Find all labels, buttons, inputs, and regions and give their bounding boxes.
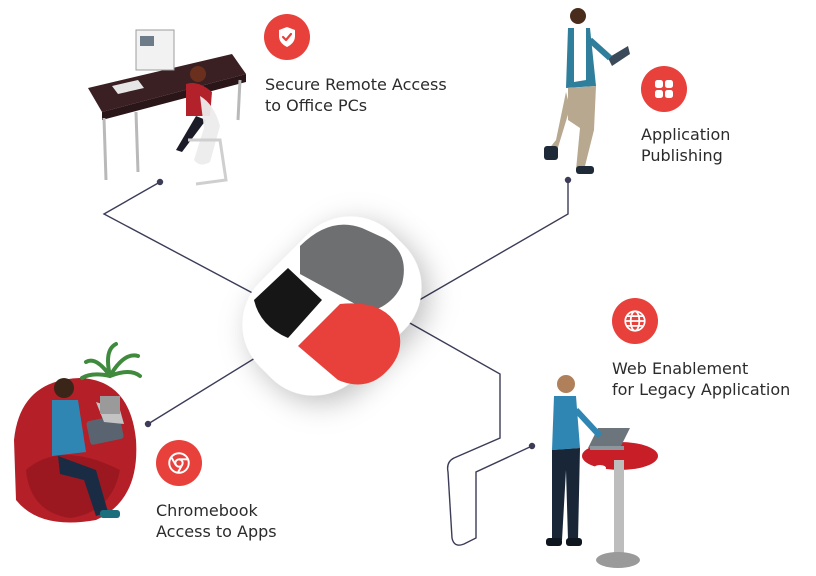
connector-dot-web — [528, 442, 536, 450]
feature-label-line: to Office PCs — [265, 96, 368, 115]
connector-dot-office — [156, 178, 164, 186]
feature-label-secure-remote-access: Secure Remote Access to Office PCs — [265, 74, 447, 116]
connectors — [102, 176, 572, 546]
feature-label-line: Application — [641, 125, 731, 144]
connector-web — [407, 321, 533, 546]
globe-icon — [612, 298, 658, 344]
feature-label-chromebook-access: Chromebook Access to Apps — [156, 500, 277, 542]
web-user-illustration — [546, 375, 658, 568]
app-grid-icon — [641, 66, 687, 112]
chrome-icon — [156, 440, 202, 486]
feature-label-line: Access to Apps — [156, 522, 277, 541]
mobile-user-illustration — [544, 8, 630, 174]
feature-label-line: Chromebook — [156, 501, 258, 520]
central-logo — [242, 216, 422, 396]
connector-chromebook — [147, 349, 269, 425]
office-desk-illustration — [88, 29, 246, 186]
connector-dot-publishing — [564, 176, 572, 184]
logo-tile — [242, 216, 422, 396]
shield-check-icon — [264, 14, 310, 60]
connector-dot-chromebook — [144, 420, 152, 428]
logo-red-shape — [298, 303, 401, 385]
feature-label-application-publishing: Application Publishing — [641, 124, 730, 166]
logo-black-shape — [254, 268, 322, 338]
feature-label-line: for Legacy Application — [612, 380, 791, 399]
feature-label-line: Web Enablement — [612, 359, 749, 378]
connector-publishing — [401, 180, 569, 311]
chromebook-user-illustration — [14, 342, 142, 523]
feature-label-line: Publishing — [641, 146, 723, 165]
connector-office — [102, 181, 263, 299]
logo-gray-shape — [300, 224, 404, 312]
feature-label-web-enablement: Web Enablement for Legacy Application — [612, 358, 790, 400]
feature-label-line: Secure Remote Access — [265, 75, 447, 94]
